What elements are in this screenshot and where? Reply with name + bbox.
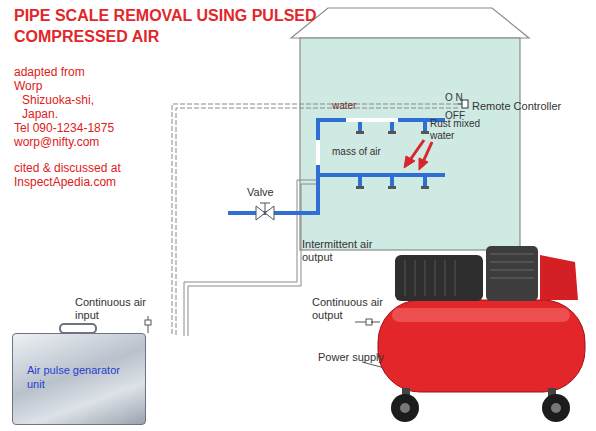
compressor-illustration xyxy=(371,246,585,422)
air-mass xyxy=(346,118,398,122)
diagram-title: PIPE SCALE REMOVAL USING PULSED COMPRESS… xyxy=(14,6,329,48)
air-hose xyxy=(184,180,318,336)
rust-water-arrow xyxy=(404,140,432,170)
citation-note: cited & discussed at xyxy=(14,162,121,176)
air-fitting xyxy=(145,320,151,325)
water-pipe xyxy=(228,118,445,215)
source-note: Worp xyxy=(14,80,42,94)
part-label: water xyxy=(332,100,356,112)
building-wall xyxy=(300,38,520,250)
building-roof xyxy=(291,8,529,38)
part-label: mass of air xyxy=(332,146,381,158)
part-label: Remote Controller xyxy=(472,100,561,113)
part-label: Intermittent air output xyxy=(302,238,382,263)
source-note: Japan. xyxy=(22,108,58,122)
air-fitting xyxy=(366,319,372,325)
source-note: Tel 090-1234-1875 xyxy=(14,122,114,136)
tap-symbol xyxy=(356,131,429,189)
part-label: Continuous air input xyxy=(75,296,147,321)
device-box: Air pulse genarator unit xyxy=(12,333,146,425)
source-note: Shizuoka-shi, xyxy=(22,94,94,108)
source-note: worp@nifty.com xyxy=(14,136,99,150)
part-label: Rust mixed water xyxy=(430,118,482,141)
air-mass xyxy=(316,140,320,165)
source-note: adapted from xyxy=(14,66,85,80)
valve-symbol xyxy=(256,203,274,220)
part-label: Power supply xyxy=(318,351,384,364)
part-label: Valve xyxy=(247,186,274,199)
citation-note: InspectApedia.com xyxy=(14,176,116,190)
switch-label: O N xyxy=(445,92,463,104)
part-label: Continuous air output xyxy=(312,296,384,321)
air-hose xyxy=(188,184,318,336)
case-handle xyxy=(60,324,96,333)
device-label: Air pulse genarator unit xyxy=(27,364,127,392)
